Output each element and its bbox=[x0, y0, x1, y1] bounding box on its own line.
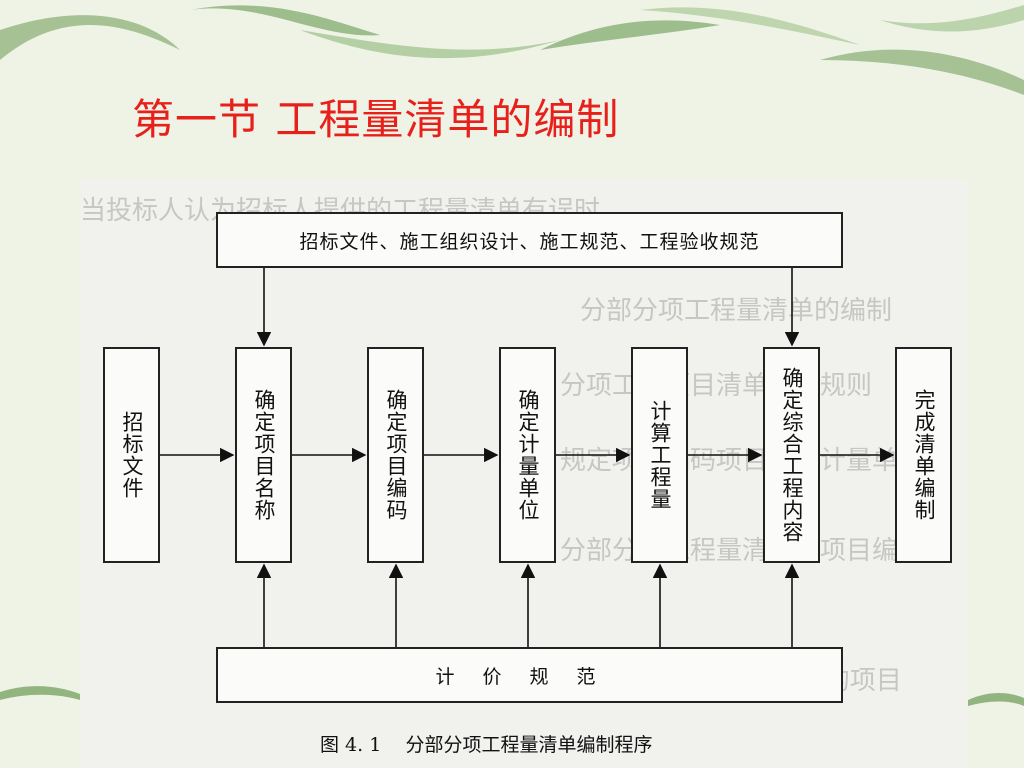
figure-caption: 图 4. 1 分部分项工程量清单编制程序 bbox=[320, 730, 652, 757]
